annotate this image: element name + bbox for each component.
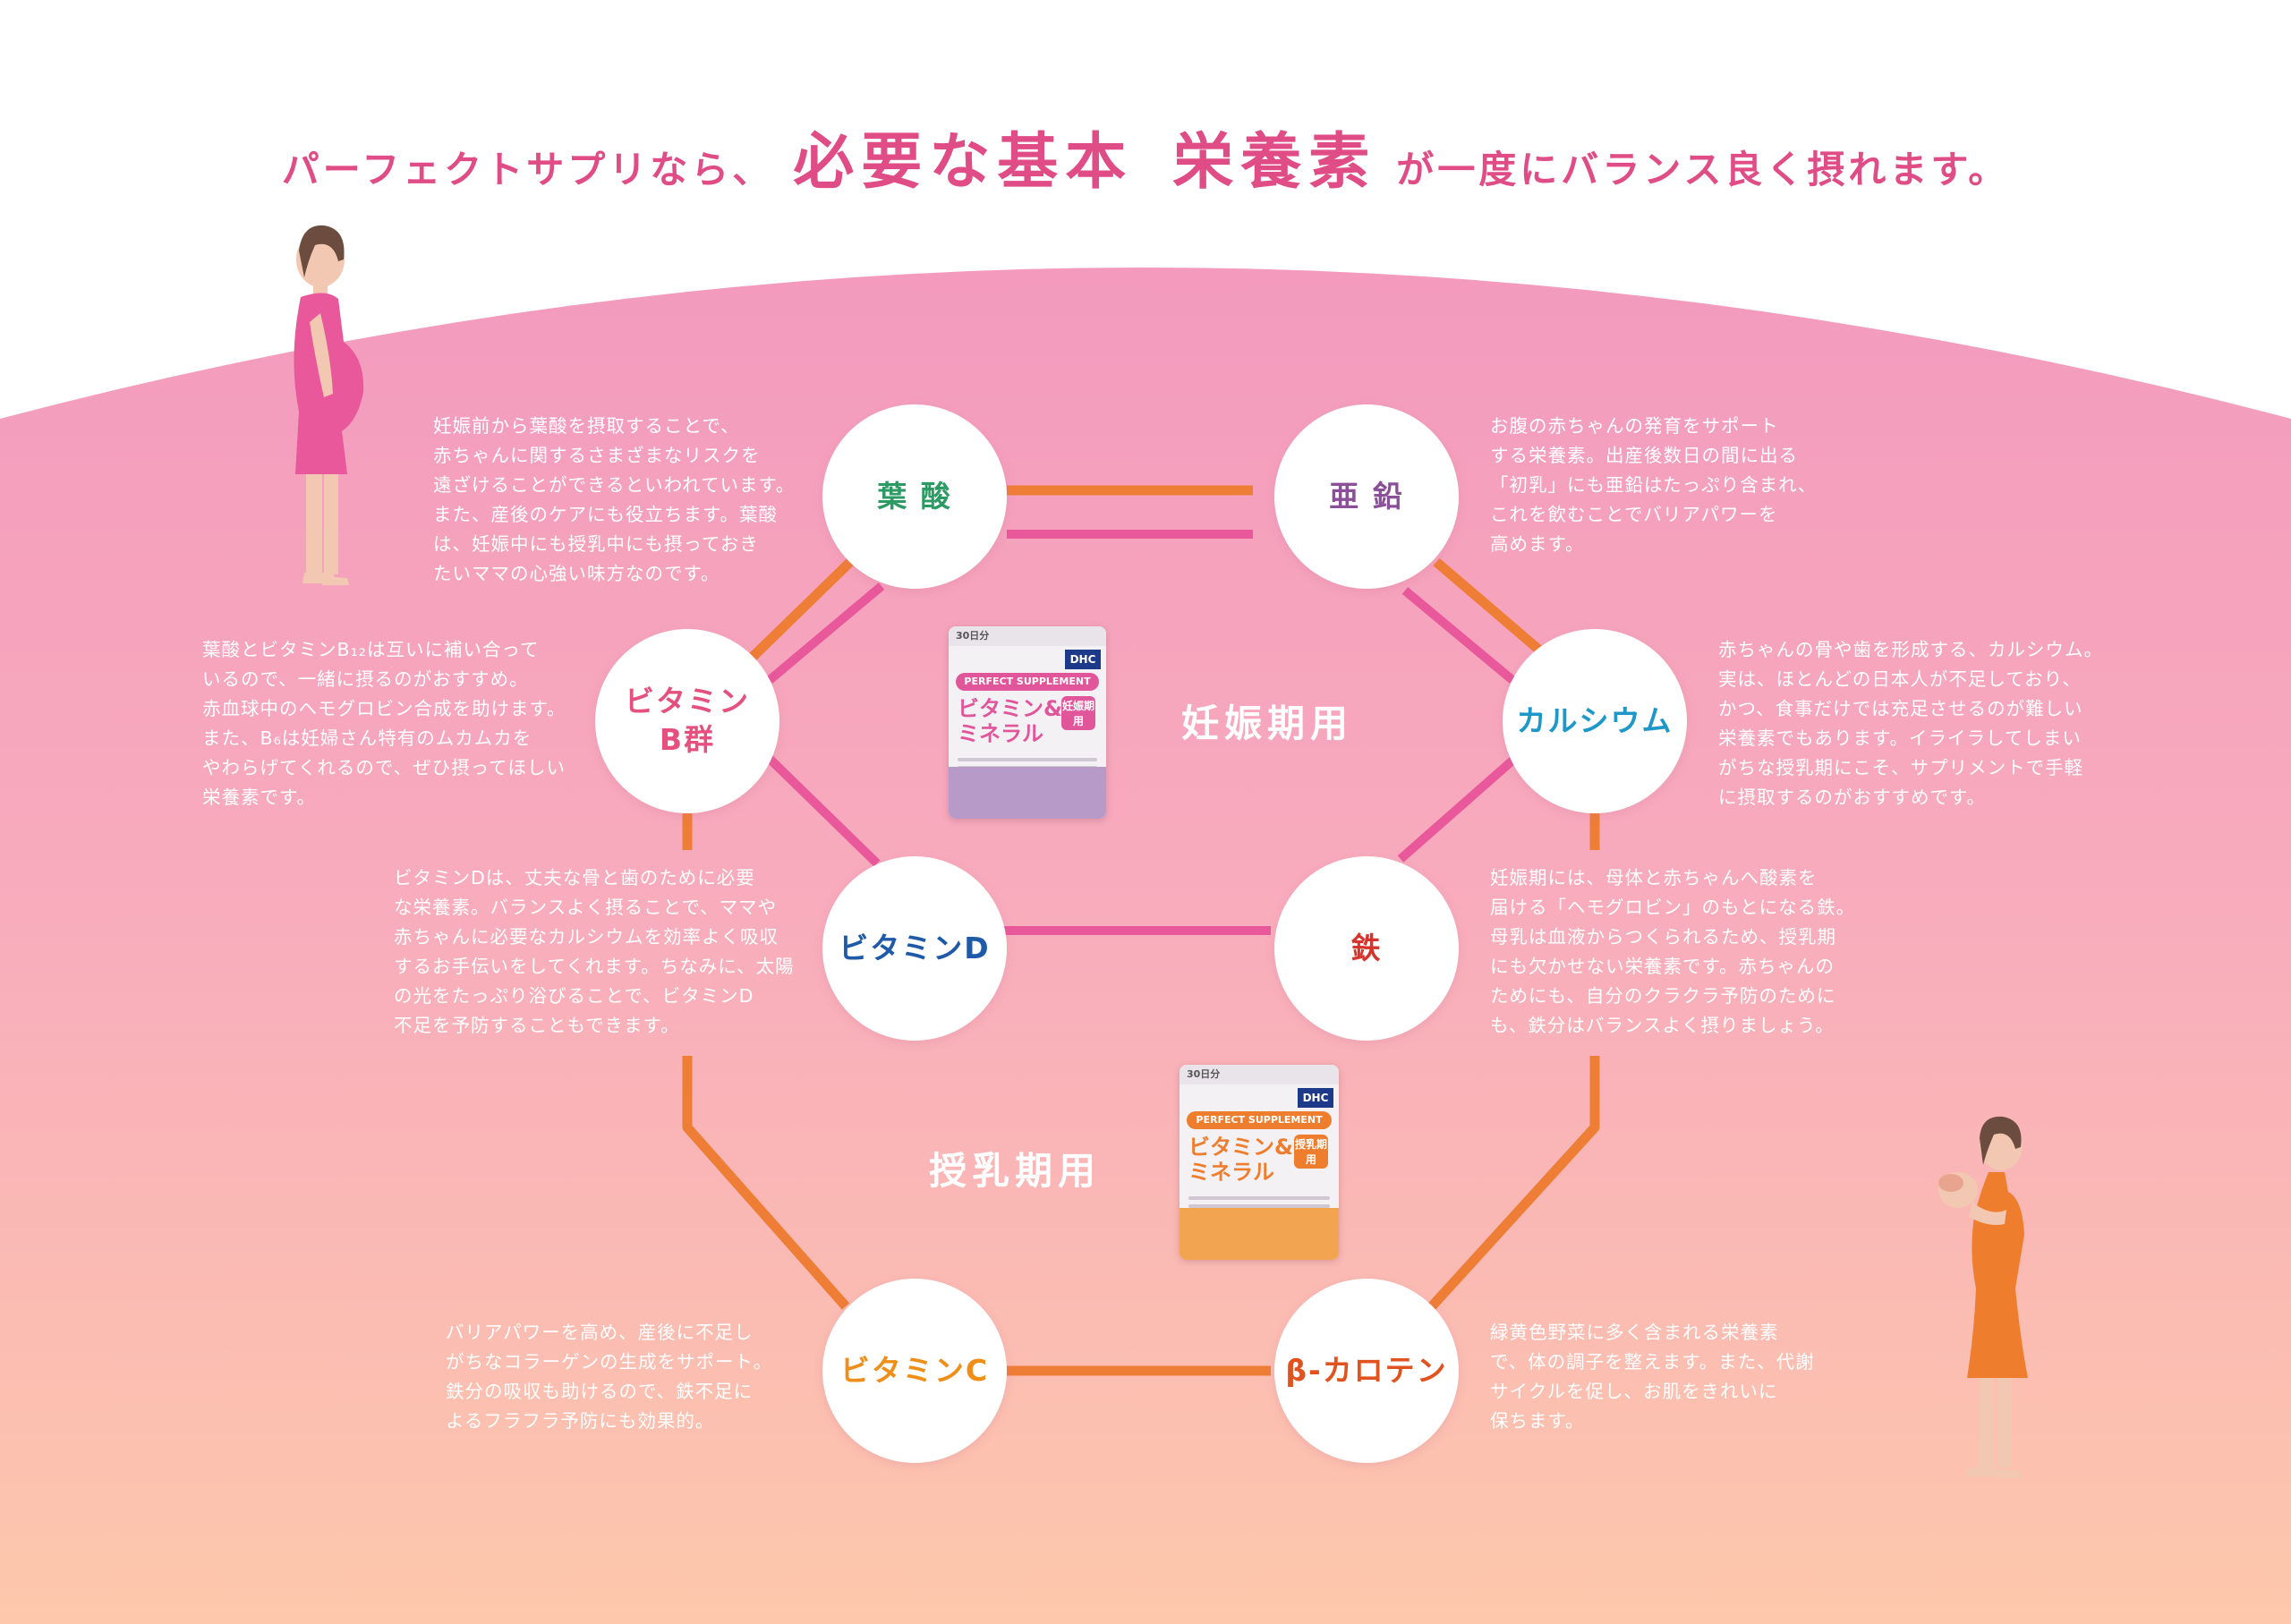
nutrient-label: 葉 酸 xyxy=(877,478,952,514)
nutrient-label: ビタミンD xyxy=(839,930,991,965)
nutrient-vitamin-d: ビタミンD xyxy=(822,856,1007,1041)
nutrient-vitamin-b: ビタミン B群 xyxy=(595,629,779,813)
nutrient-label: ビタミン xyxy=(625,684,750,719)
nutrient-beta-carotene: β-カロテン xyxy=(1274,1279,1459,1463)
nutrient-folic-acid: 葉 酸 xyxy=(822,404,1007,589)
vitamin-d-description: ビタミンDは、丈夫な骨と歯のために必要 な栄養素。バランスよく摂ることで、ママや… xyxy=(394,867,795,1036)
pregnancy-phase-label: 妊娠期用 xyxy=(1181,701,1354,745)
package-series: PERFECT SUPPLEMENT xyxy=(956,673,1099,691)
vitamin-c-description: バリアパワーを高め、産後に不足し がちなコラーゲンの生成をサポート。 鉄分の吸収… xyxy=(446,1322,773,1432)
package-series: PERFECT SUPPLEMENT xyxy=(1187,1111,1332,1129)
nutrient-zinc: 亜 鉛 xyxy=(1274,404,1459,589)
nutrient-label: β-カロテン xyxy=(1285,1352,1448,1388)
beta-carotene-description: 緑黄色野菜に多く含まれる栄養素 で、体の調子を整えます。また、代謝 サイクルを促… xyxy=(1490,1322,1815,1432)
nutrient-iron: 鉄 xyxy=(1274,856,1459,1041)
pink-arch-background xyxy=(0,268,2291,1624)
package-bottom-band xyxy=(949,767,1106,819)
headline-prefix: パーフェクトサプリなら、 xyxy=(281,148,774,191)
pregnancy-supplement-package: 30日分 DHC PERFECT SUPPLEMENT ビタミン& ミネラル 妊… xyxy=(949,626,1106,819)
vitamin-b-description: 葉酸とビタミンB₁₂は互いに補い合って いるので、一緒に摂るのがおすすめ。 赤血… xyxy=(202,639,566,808)
page-headline: パーフェクトサプリなら、必要な基本栄養素が一度にバランス良く摂れます。 xyxy=(0,112,2291,200)
nutrient-vitamin-c: ビタミンC xyxy=(822,1279,1007,1463)
dhc-logo: DHC xyxy=(1298,1088,1333,1108)
dhc-logo: DHC xyxy=(1065,650,1101,669)
lactation-connection-lines xyxy=(682,485,1600,1376)
package-product-name: ビタミン& ミネラル xyxy=(1188,1135,1293,1185)
headline-emphasis-nutrients: 栄養素 xyxy=(1172,127,1377,198)
package-phase-badge: 妊娠期用 xyxy=(1061,696,1095,730)
nutrient-label: 鉄 xyxy=(1350,930,1383,965)
package-phase-badge: 授乳期用 xyxy=(1294,1135,1328,1169)
package-days: 30日分 xyxy=(1180,1065,1339,1084)
nutrient-label: カルシウム xyxy=(1516,702,1674,738)
nutrient-label-line2: B群 xyxy=(659,722,716,757)
nutrient-label: 亜 鉛 xyxy=(1329,478,1404,514)
nutrient-label: ビタミンC xyxy=(839,1352,990,1388)
folic-acid-description: 妊娠前から葉酸を摂取することで、 赤ちゃんに関するさまざまなリスクを 遠ざけるこ… xyxy=(433,415,796,584)
package-bottom-band xyxy=(1180,1208,1339,1260)
package-product-name: ビタミン& ミネラル xyxy=(958,696,1062,746)
pregnancy-connection-lines xyxy=(766,530,1516,935)
lactation-supplement-package: 30日分 DHC PERFECT SUPPLEMENT ビタミン& ミネラル 授… xyxy=(1180,1065,1339,1260)
nursing-mother-illustration xyxy=(1938,1116,2028,1478)
lactation-phase-label: 授乳期用 xyxy=(929,1149,1102,1193)
nutrient-calcium: カルシウム xyxy=(1503,629,1687,813)
headline-emphasis-essential: 必要な基本 xyxy=(793,127,1134,198)
zinc-description: お腹の赤ちゃんの発育をサポート する栄養素。出産後数日の間に出る 「初乳」にも亜… xyxy=(1490,415,1818,555)
pregnant-woman-illustration xyxy=(294,225,364,585)
package-days: 30日分 xyxy=(949,626,1106,646)
iron-description: 妊娠期には、母体と赤ちゃんへ酸素を 届ける「ヘモグロビン」のもとになる鉄。 母乳… xyxy=(1490,867,1856,1036)
headline-suffix: が一度にバランス良く摂れます。 xyxy=(1396,148,2010,191)
calcium-description: 赤ちゃんの骨や歯を形成する、カルシウム。 実は、ほとんどの日本人が不足しており、… xyxy=(1718,639,2103,808)
